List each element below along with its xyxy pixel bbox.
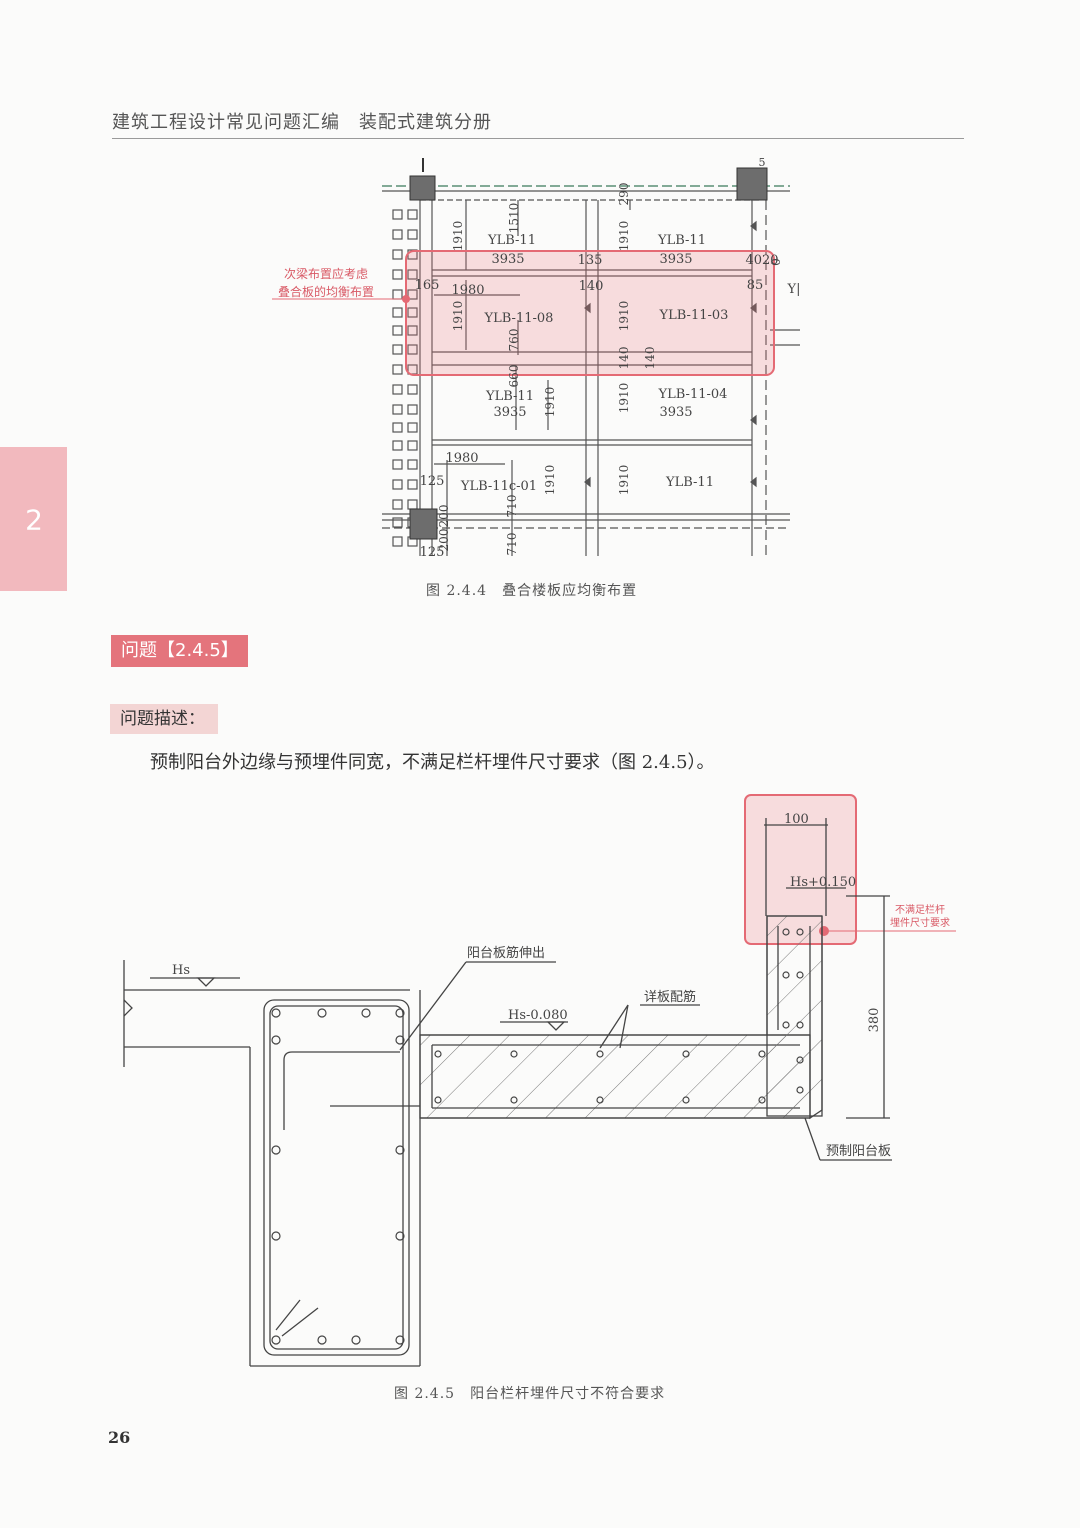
dim-label: 200 <box>437 505 451 528</box>
description-text: 预制阳台外边缘与预埋件同宽，不满足栏杆埋件尺寸要求（图 2.4.5）。 <box>150 752 715 773</box>
dim-label: 3935 <box>659 252 692 267</box>
header-rule <box>112 138 964 139</box>
beam-annotation: 次梁布置应考虑 叠合板的均衡布置 <box>278 266 374 299</box>
dim-label: 1910 <box>617 465 631 496</box>
dim-label: 1910 <box>451 221 465 252</box>
requirement-note: 不满足栏杆 埋件尺寸要求 <box>890 903 950 929</box>
dim-label: 85 <box>747 278 764 293</box>
chapter-number: 2 <box>25 503 43 537</box>
running-header: 建筑工程设计常见问题汇编 装配式建筑分册 <box>112 112 492 133</box>
column-top-left <box>409 175 436 201</box>
dim-label: 125 <box>420 474 445 489</box>
question-badge: 问题【2.4.5】 <box>111 635 248 667</box>
dim-label: 710 <box>505 533 519 556</box>
slab-label: YLB-11-08 <box>484 311 554 326</box>
dim-label: 140 <box>617 347 631 370</box>
dim-label: 1980 <box>445 451 478 466</box>
dim-label: 125 <box>420 545 445 560</box>
edge-markers <box>392 209 418 547</box>
dim-label: 5 <box>759 156 766 169</box>
figure-2-4-4: 次梁布置应考虑 叠合板的均衡布置 YLB-11 3935 YLB-11 3935… <box>272 156 801 560</box>
dim-label: 1910 <box>451 301 465 332</box>
svg-text:叠合板的均衡布置: 叠合板的均衡布置 <box>278 284 374 299</box>
column-top-right <box>736 167 768 201</box>
highlight-band <box>405 250 775 376</box>
figure-caption: 图 2.4.5 阳台栏杆埋件尺寸不符合要求 <box>394 1386 666 1402</box>
dim-label: Y| <box>787 282 801 297</box>
dim-label: 1980 <box>451 283 484 298</box>
slab-label: YLB-11-03 <box>659 308 729 323</box>
level-label: Hs <box>172 963 190 978</box>
slab-label: YLB-11 <box>657 233 706 248</box>
dim-label: 660 <box>507 365 521 388</box>
dim-label: 1910 <box>617 383 631 414</box>
dim-label: 100 <box>784 812 809 827</box>
slab-label: YLB-11-04 <box>658 387 728 402</box>
chapter-tab: 2 <box>0 447 67 591</box>
dim-label: 380 <box>867 1008 882 1033</box>
dim-label: 1910 <box>617 221 631 252</box>
slab-label: YLB-11 <box>665 475 714 490</box>
page-number: 26 <box>108 1428 131 1447</box>
slab-label: YLB-11 <box>487 233 536 248</box>
dim-label: 1910 <box>543 387 557 418</box>
dim-label: 1910 <box>617 301 631 332</box>
precast-balcony-label: 预制阳台板 <box>826 1144 891 1159</box>
dim-label: 135 <box>578 253 603 268</box>
dim-label: 3935 <box>493 405 526 420</box>
dim-label: 4020 <box>745 253 778 268</box>
dim-label: 200 <box>437 529 451 552</box>
dim-label: 0 <box>769 258 783 266</box>
rebar-out-label: 阳台板筋伸出 <box>467 945 545 961</box>
detail-rebar-label: 详板配筋 <box>644 989 696 1005</box>
description-label: 问题描述： <box>110 704 218 734</box>
figure-caption: 图 2.4.4 叠合楼板应均衡布置 <box>426 583 638 599</box>
dim-label: 1910 <box>543 465 557 496</box>
dim-label: 3935 <box>659 405 692 420</box>
column-bottom-left <box>409 508 438 540</box>
svg-text:次梁布置应考虑: 次梁布置应考虑 <box>284 266 368 281</box>
level-label: Hs-0.080 <box>508 1008 568 1023</box>
level-label: Hs+0.150 <box>790 875 856 890</box>
dim-label: 1510 <box>507 203 521 234</box>
svg-text:不满足栏杆: 不满足栏杆 <box>895 903 945 916</box>
dim-label: 710 <box>505 495 519 518</box>
slab-label: YLB-11c-01 <box>460 479 537 494</box>
dim-label: 140 <box>579 279 604 294</box>
dim-label: 3935 <box>491 252 524 267</box>
dim-label: 140 <box>643 347 657 370</box>
slab-label: YLB-11 <box>485 389 534 404</box>
dim-label: 290 <box>617 183 631 206</box>
dim-label: 165 <box>415 278 440 293</box>
svg-text:埋件尺寸要求: 埋件尺寸要求 <box>890 916 950 929</box>
figure-2-4-5: Hs Hs-0.080 Hs+0.150 阳台板筋伸出 详板配筋 预制阳台板 1… <box>123 794 956 1367</box>
dim-label: 760 <box>507 329 521 352</box>
